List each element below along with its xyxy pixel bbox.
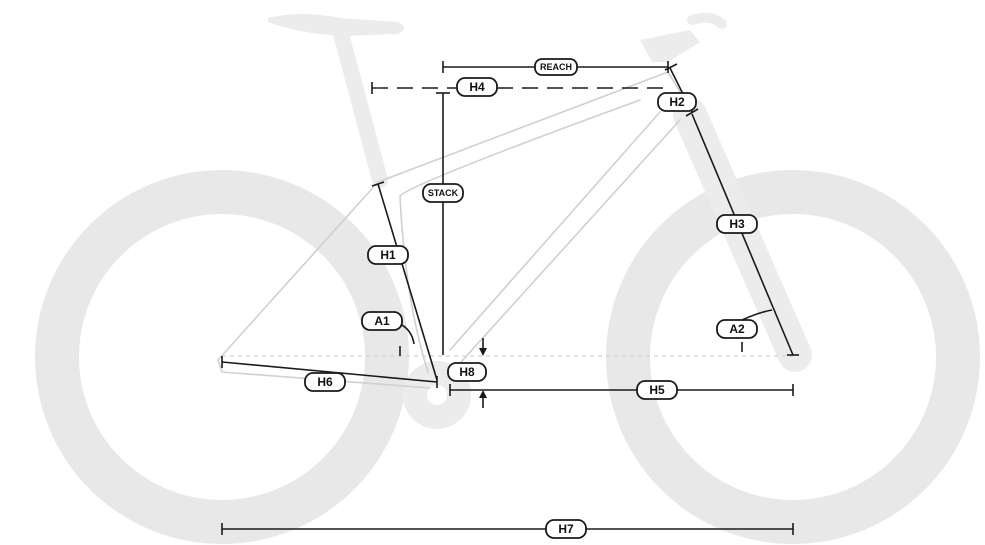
- h3-label-box: [716, 214, 758, 234]
- h8-label: H8: [459, 365, 475, 379]
- h6-label-box: [304, 372, 346, 392]
- a1-label-box: [361, 311, 403, 331]
- stack-label: STACK: [428, 188, 459, 198]
- seat-stay: [217, 181, 379, 361]
- h2-dimension: H2: [657, 63, 699, 117]
- h1-label-box: [367, 245, 409, 265]
- h6-label: H6: [317, 375, 333, 389]
- h4-dimension: H4: [371, 77, 668, 97]
- a2-label: A2: [729, 322, 745, 336]
- h1-dimension: H1: [367, 181, 438, 381]
- h2-tick-bottom: [685, 108, 699, 117]
- h2-tick-top: [664, 63, 678, 71]
- a2-dimension: A2: [716, 309, 773, 352]
- h8-arrow-down: [479, 348, 487, 356]
- reach-label-box: [534, 58, 578, 76]
- h5-label-box: [636, 380, 678, 400]
- h8-dimension: H8: [447, 338, 487, 408]
- a2-label-box: [716, 319, 758, 339]
- h6-dimension: H6: [221, 356, 438, 392]
- bike-silhouette: [35, 12, 980, 544]
- reach-label: REACH: [540, 62, 572, 72]
- h3-label: H3: [729, 217, 745, 231]
- h1-label: H1: [380, 248, 396, 262]
- reach-dimension: REACH: [442, 58, 669, 76]
- frame-outline: [217, 71, 693, 389]
- stack-label-box: [422, 183, 464, 203]
- h7-label-box: [545, 519, 587, 539]
- stem: [640, 30, 700, 62]
- h1-line: [377, 183, 438, 381]
- h3-line: [691, 113, 794, 356]
- h4-label: H4: [469, 80, 485, 94]
- h6-line: [221, 361, 438, 383]
- h3-dimension: H3: [691, 113, 799, 356]
- chainring-center: [427, 385, 447, 405]
- down-tube-lower-edge: [451, 119, 681, 373]
- seatpost: [332, 22, 388, 188]
- a1-dimension: A1: [361, 311, 415, 356]
- down-tube: [449, 111, 661, 351]
- h2-label: H2: [669, 95, 685, 109]
- h4-label-box: [456, 77, 498, 97]
- rear-wheel: [35, 170, 409, 544]
- h7-dimension: H7: [221, 519, 794, 539]
- a2-arc: [741, 309, 773, 321]
- chain-stay: [217, 359, 431, 389]
- h5-dimension: H5: [449, 380, 794, 400]
- h5-label: H5: [649, 383, 665, 397]
- h2-label-box: [657, 92, 697, 112]
- h7-label: H7: [558, 522, 574, 536]
- h8-arrow-up: [479, 390, 487, 398]
- a1-label: A1: [374, 314, 390, 328]
- h8-label-box: [447, 362, 487, 382]
- stack-dimension: STACK: [422, 92, 464, 355]
- seat-tube: [399, 195, 429, 373]
- top-tube-lower-edge: [399, 99, 641, 197]
- handlebar: [687, 12, 727, 29]
- front-wheel: [606, 170, 980, 544]
- h1-tick-top: [371, 181, 385, 187]
- top-tube: [377, 71, 669, 183]
